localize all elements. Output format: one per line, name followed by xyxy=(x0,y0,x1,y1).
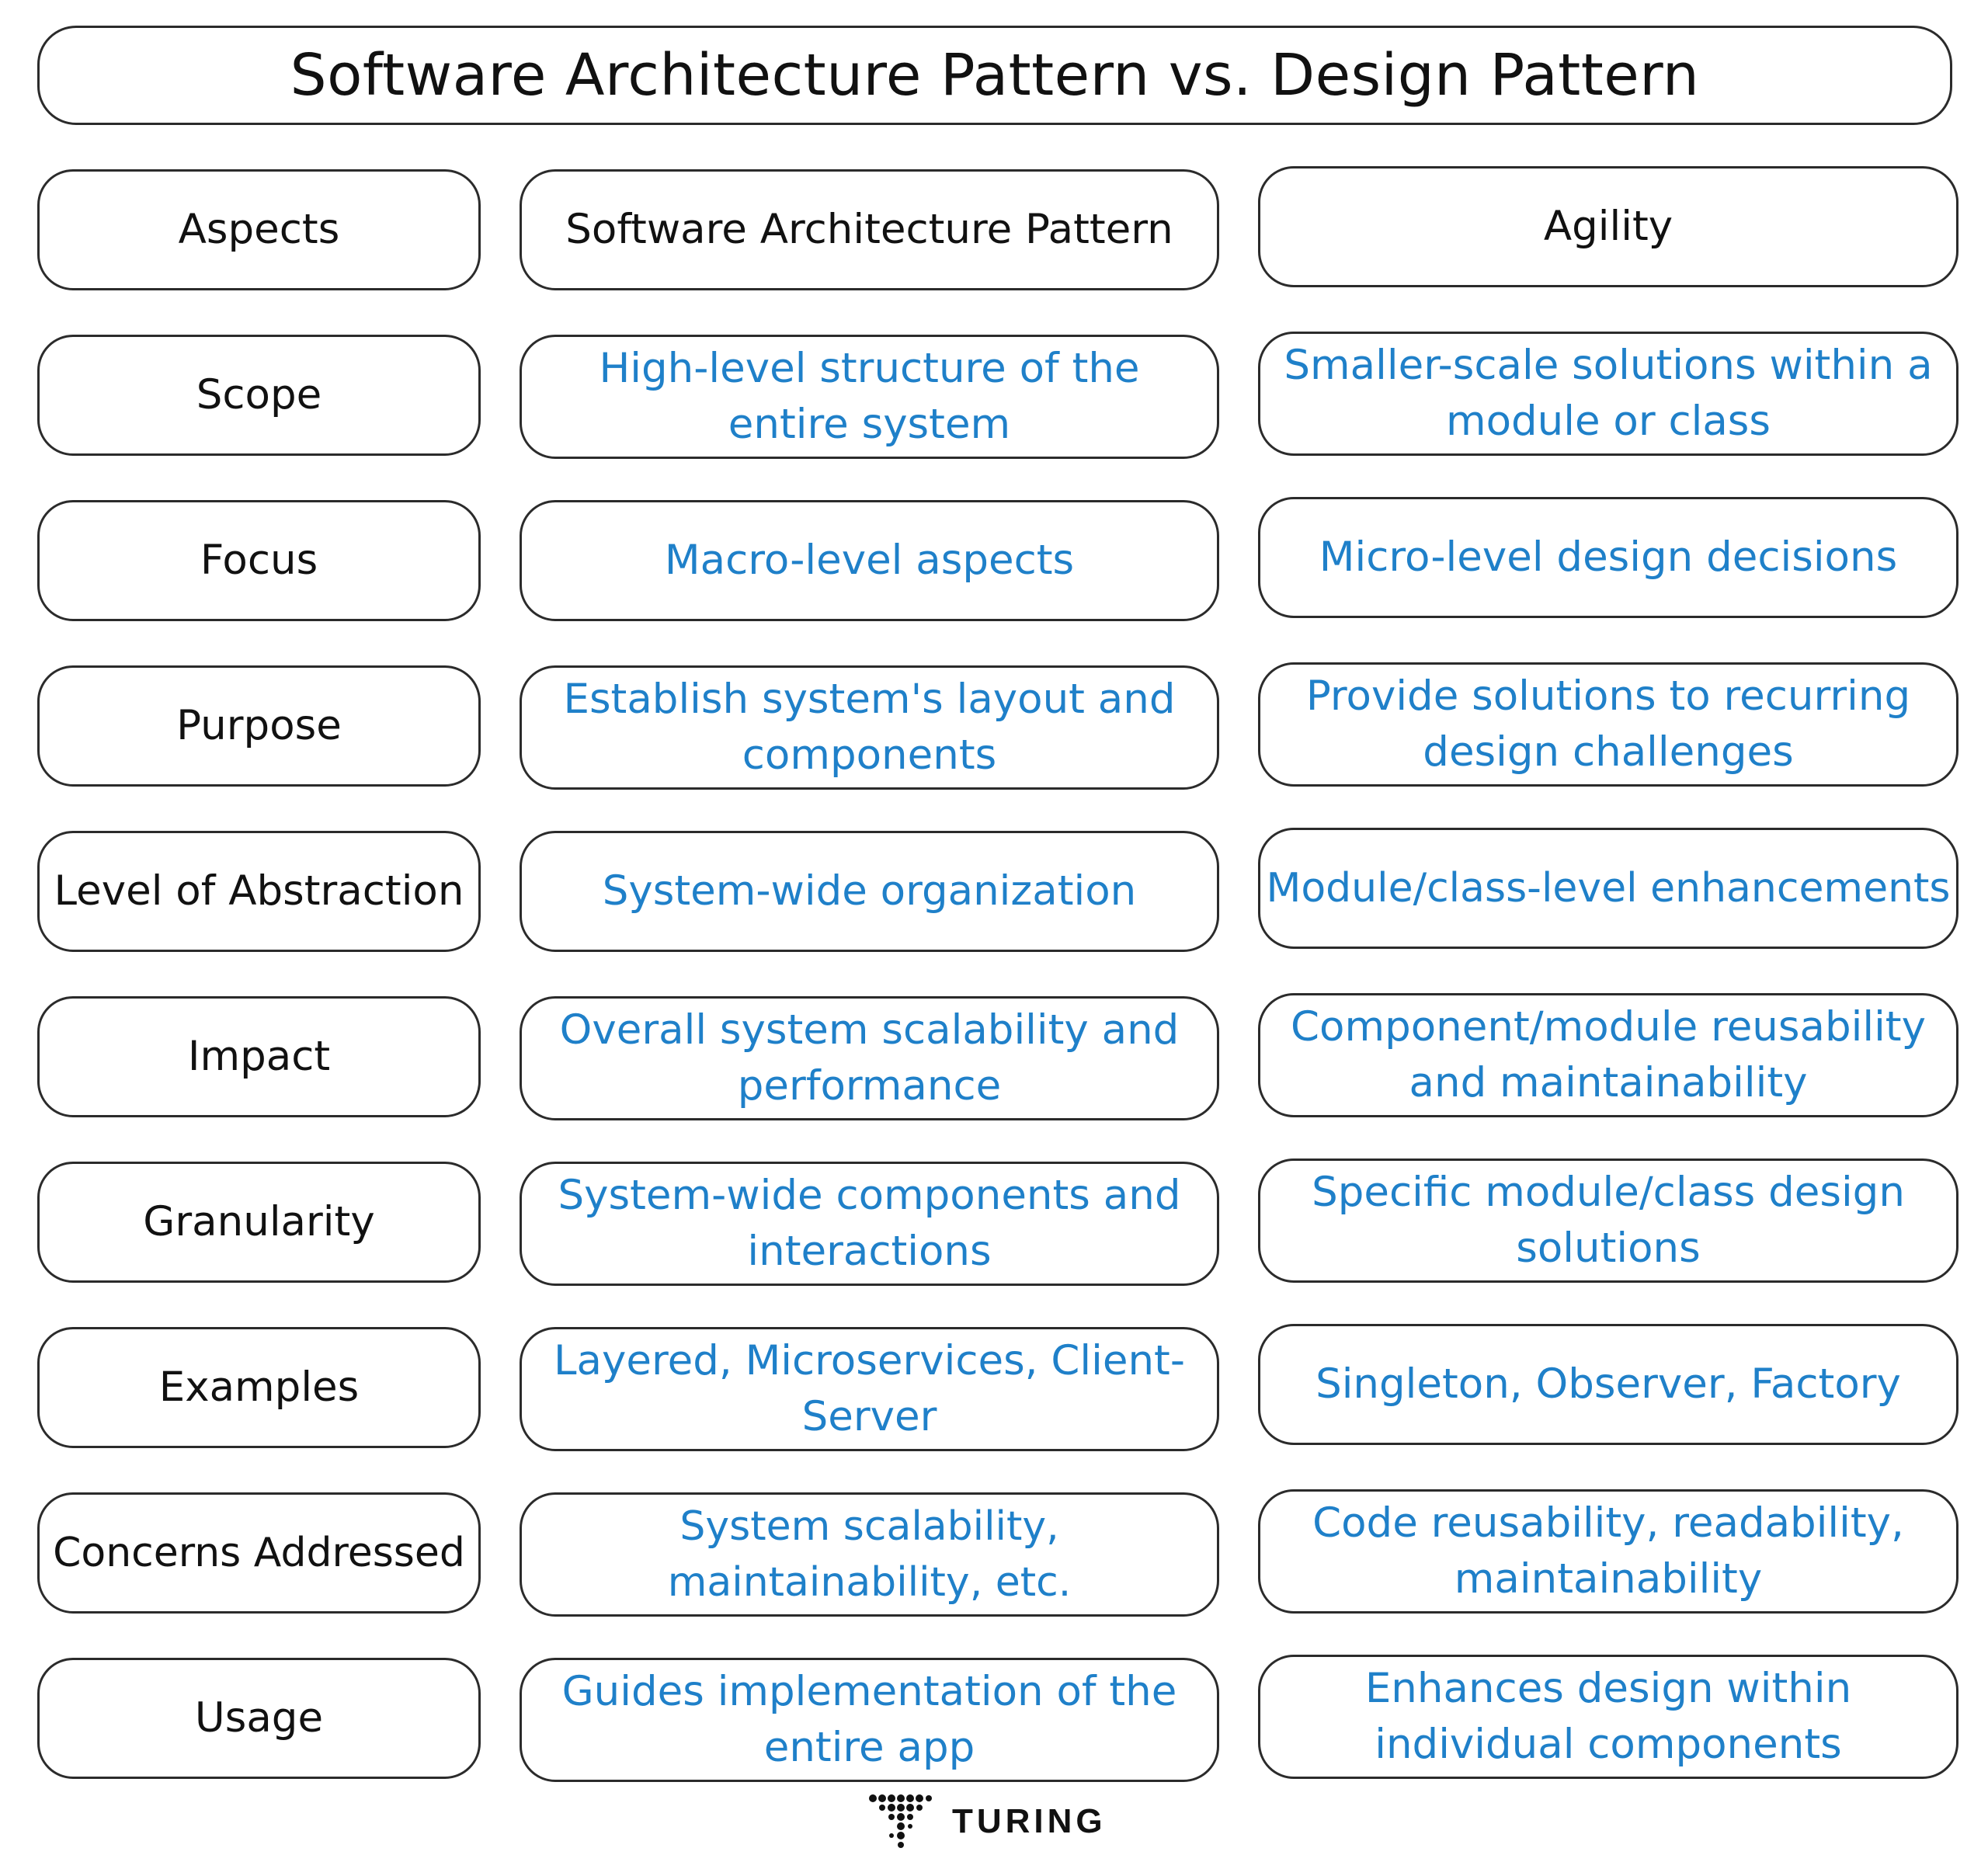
architecture-value: Establish system's layout and components xyxy=(563,676,1176,779)
aspect-label: Level of Abstraction xyxy=(54,867,464,915)
architecture-value: Macro-level aspects xyxy=(664,537,1075,584)
design-cell-usage: Enhances design within individual compon… xyxy=(1258,1655,1958,1779)
turing-logo-icon xyxy=(869,1794,932,1848)
turing-logo-text: TURING xyxy=(952,1802,1107,1840)
header-design-cell: Agility xyxy=(1258,166,1958,287)
architecture-cell-concerns-addressed: System scalability, maintainability, etc… xyxy=(520,1492,1219,1617)
architecture-value: System-wide organization xyxy=(602,867,1137,915)
design-value: Module/class-level enhancements xyxy=(1266,865,1951,912)
aspect-cell-level-of-abstraction: Level of Abstraction xyxy=(37,831,481,952)
aspect-cell-usage: Usage xyxy=(37,1658,481,1779)
aspect-cell-examples: Examples xyxy=(37,1327,481,1448)
design-value: Specific module/class design solutions xyxy=(1312,1169,1905,1272)
turing-logo: TURING xyxy=(868,1794,1107,1850)
aspect-cell-concerns-addressed: Concerns Addressed xyxy=(37,1492,481,1614)
design-value: Code reusability, readability, maintaina… xyxy=(1312,1499,1904,1603)
aspect-cell-granularity: Granularity xyxy=(37,1162,481,1283)
aspect-label: Granularity xyxy=(143,1198,375,1245)
design-value: Component/module reusability and maintai… xyxy=(1291,1003,1926,1106)
header-architecture-cell: Software Architecture Pattern xyxy=(520,169,1219,290)
aspect-label: Scope xyxy=(196,371,322,419)
design-value: Provide solutions to recurring design ch… xyxy=(1305,672,1911,776)
aspect-cell-focus: Focus xyxy=(37,500,481,621)
design-cell-scope: Smaller-scale solutions within a module … xyxy=(1258,332,1958,456)
header-aspects-cell: Aspects xyxy=(37,169,481,290)
header-design-label: Agility xyxy=(1543,203,1673,250)
design-cell-impact: Component/module reusability and maintai… xyxy=(1258,993,1958,1117)
architecture-cell-purpose: Establish system's layout and components xyxy=(520,665,1219,790)
aspect-label: Concerns Addressed xyxy=(53,1530,465,1576)
architecture-value: Overall system scalability and performan… xyxy=(559,1006,1180,1110)
architecture-cell-level-of-abstraction: System-wide organization xyxy=(520,831,1219,952)
design-cell-examples: Singleton, Observer, Factory xyxy=(1258,1324,1958,1445)
architecture-value: High-level structure of the entire syste… xyxy=(599,345,1140,448)
architecture-cell-granularity: System-wide components and interactions xyxy=(520,1162,1219,1286)
architecture-value: Layered, Microservices, Client-Server xyxy=(554,1337,1185,1440)
title-banner: Software Architecture Pattern vs. Design… xyxy=(37,26,1952,125)
architecture-cell-usage: Guides implementation of the entire app xyxy=(520,1658,1219,1782)
design-value: Smaller-scale solutions within a module … xyxy=(1284,342,1933,445)
architecture-value: System-wide components and interactions xyxy=(558,1172,1181,1275)
design-cell-level-of-abstraction: Module/class-level enhancements xyxy=(1258,828,1958,949)
header-architecture-label: Software Architecture Pattern xyxy=(565,206,1173,253)
architecture-value: System scalability, maintainability, etc… xyxy=(667,1503,1072,1606)
aspect-cell-scope: Scope xyxy=(37,335,481,456)
architecture-value: Guides implementation of the entire app xyxy=(561,1668,1177,1771)
aspect-cell-impact: Impact xyxy=(37,996,481,1117)
design-value: Singleton, Observer, Factory xyxy=(1315,1360,1901,1408)
design-value: Enhances design within individual compon… xyxy=(1364,1665,1852,1768)
architecture-cell-scope: High-level structure of the entire syste… xyxy=(520,335,1219,459)
page-title: Software Architecture Pattern vs. Design… xyxy=(290,42,1700,109)
design-value: Micro-level design decisions xyxy=(1319,533,1898,581)
design-cell-concerns-addressed: Code reusability, readability, maintaina… xyxy=(1258,1489,1958,1614)
design-cell-focus: Micro-level design decisions xyxy=(1258,497,1958,618)
aspect-label: Impact xyxy=(187,1033,331,1080)
header-aspects-label: Aspects xyxy=(178,206,340,253)
architecture-cell-focus: Macro-level aspects xyxy=(520,500,1219,621)
aspect-label: Focus xyxy=(200,537,318,584)
architecture-cell-examples: Layered, Microservices, Client-Server xyxy=(520,1327,1219,1451)
aspect-cell-purpose: Purpose xyxy=(37,665,481,787)
design-cell-granularity: Specific module/class design solutions xyxy=(1258,1159,1958,1283)
architecture-cell-impact: Overall system scalability and performan… xyxy=(520,996,1219,1120)
aspect-label: Purpose xyxy=(176,702,342,749)
aspect-label: Examples xyxy=(158,1363,360,1411)
design-cell-purpose: Provide solutions to recurring design ch… xyxy=(1258,662,1958,787)
aspect-label: Usage xyxy=(194,1694,324,1742)
